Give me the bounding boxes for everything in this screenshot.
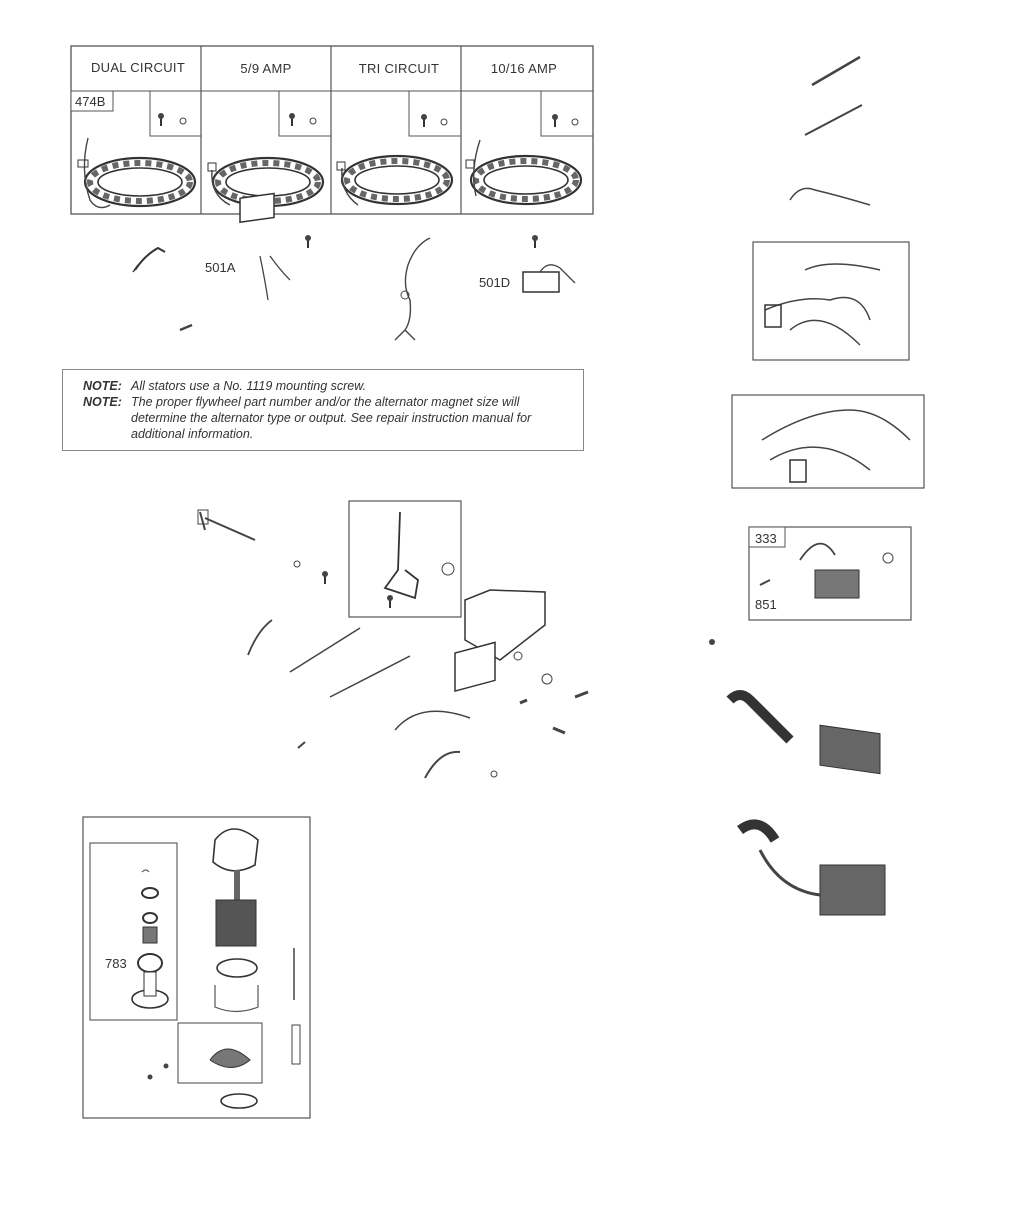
wire-lead — [394, 237, 431, 341]
stator-dual-circuit — [77, 137, 195, 208]
starter-motor-box — [82, 816, 311, 1119]
control-bracket — [454, 589, 546, 693]
small-screw — [179, 323, 193, 332]
header-5-9-amp: 5/9 AMP — [240, 61, 291, 76]
note-1-text: All stators use a No. 1119 mounting scre… — [131, 379, 367, 393]
note-1: NOTE: All stators use a No. 1119 mountin… — [83, 378, 583, 394]
stator-table: DUAL CIRCUIT 5/9 AMP TRI CIRCUIT 10/16 A… — [70, 45, 594, 215]
note-2: NOTE: The proper flywheel part number an… — [83, 394, 583, 442]
rectifier-501a — [239, 192, 312, 301]
note-2-text: The proper flywheel part number and/or t… — [131, 395, 532, 441]
stator-10-16-amp — [465, 139, 581, 204]
label-333: 333 — [755, 531, 777, 546]
harness-clip — [132, 246, 166, 273]
screw-box — [149, 91, 593, 137]
stator-5-9-amp — [207, 158, 323, 206]
header-10-16-amp: 10/16 AMP — [491, 61, 557, 76]
right-column-parts — [709, 55, 925, 916]
label-783: 783 — [105, 956, 127, 971]
rectifier-501d — [522, 234, 576, 293]
governor-linkage-group — [197, 509, 589, 779]
label-501a: 501A — [205, 260, 236, 275]
note-2-key: NOTE: — [83, 395, 122, 409]
governor-lever-box — [348, 500, 462, 618]
stator-tri-circuit — [336, 156, 452, 205]
label-851: 851 — [755, 597, 777, 612]
note-1-key: NOTE: — [83, 379, 122, 393]
header-dual-circuit: DUAL CIRCUIT — [91, 60, 185, 75]
label-501d: 501D — [479, 275, 510, 290]
label-474b: 474B — [75, 94, 105, 109]
header-tri-circuit: TRI CIRCUIT — [359, 61, 440, 76]
notes-box: NOTE: All stators use a No. 1119 mountin… — [62, 369, 584, 451]
